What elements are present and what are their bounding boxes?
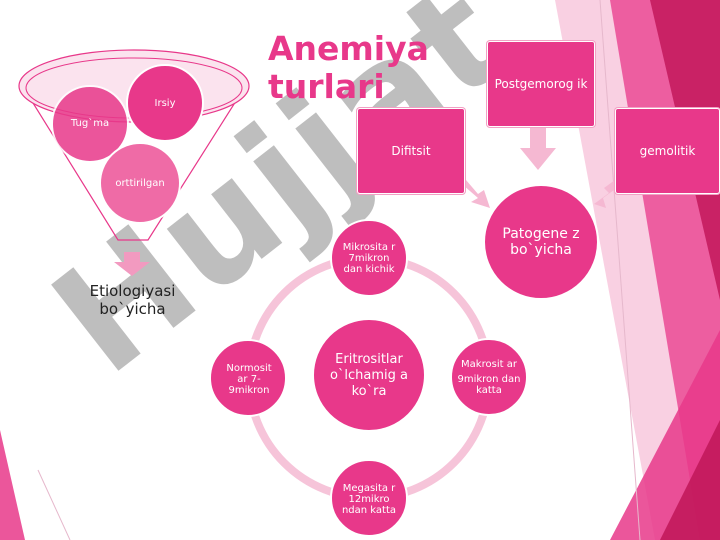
label-makrositar-size: 9mikron dan katta <box>457 373 521 396</box>
label-megasitar: Megasita r 12mikro ndan katta <box>341 482 397 516</box>
circle-makrositar <box>450 338 528 416</box>
page-title: Anemiya turlari <box>268 30 488 106</box>
arrow-difitsit <box>463 180 490 208</box>
circle-megasitar <box>330 459 408 537</box>
decor-line <box>37 469 71 540</box>
arrow-gemolitik <box>594 180 618 208</box>
label-orttirilgan: orttirilgan <box>115 177 165 189</box>
label-normositar: Normosit ar 7-9mikron <box>226 362 272 396</box>
circle-normositar <box>209 339 287 417</box>
label-makrositar: Makrosit ar <box>461 358 517 370</box>
decor-corner-shape <box>0 430 25 540</box>
label-tugma: Tug`ma <box>70 117 110 129</box>
title-line-2: turlari <box>268 67 385 106</box>
label-eritrositlar: Eritrositlar o`lchamig a ko`ra <box>329 352 409 399</box>
arrow-postgemorogik <box>520 128 556 170</box>
circle-mikrositar <box>330 219 408 297</box>
decor-line <box>599 0 641 540</box>
funnel-outline <box>19 81 249 241</box>
title-line-1: Anemiya <box>268 29 429 68</box>
box-gemolitik: gemolitik <box>615 108 720 194</box>
box-postgemorogik: Postgemorog ik <box>487 41 595 127</box>
label-patogenez: Patogene z bo`yicha <box>502 226 580 258</box>
circle-orttirilgan <box>99 142 181 224</box>
group-makrositar: Makrosit ar 9mikron dan katta <box>457 345 521 409</box>
label-mikrositar: Mikrosita r 7mikron dan kichik <box>342 241 396 275</box>
circle-eritrositlar <box>312 318 426 432</box>
circle-patogenez <box>483 184 599 300</box>
decor-corner-shape <box>660 420 720 540</box>
circle-tugma <box>51 85 129 163</box>
label-etiologiya: Etiologiyasi bo`yicha <box>89 282 176 318</box>
label-irsiy: Irsiy <box>154 97 176 109</box>
circle-irsiy <box>126 64 204 142</box>
funnel-arrow <box>114 252 150 276</box>
box-difitsit: Difitsit <box>357 108 465 194</box>
